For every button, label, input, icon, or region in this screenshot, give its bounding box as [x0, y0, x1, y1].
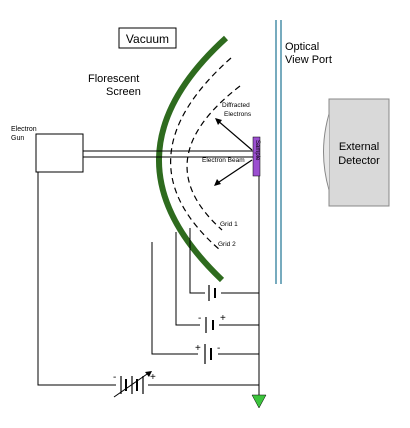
vacuum-label: Vacuum	[126, 32, 169, 46]
grid2-battery-gap	[200, 318, 219, 332]
electron-gun	[35, 133, 84, 173]
screen-battery-minus: -	[217, 343, 220, 354]
diffracted-electrons-label-line2: Electrons	[224, 111, 252, 118]
gun-battery-variable-arrowhead	[145, 371, 152, 377]
grid1-battery-gap	[205, 286, 221, 300]
florescent-screen-label-line1: Florescent	[88, 73, 139, 85]
wire-screen	[151, 242, 198, 355]
sample	[252, 136, 261, 177]
gun-battery-minus: -	[113, 372, 116, 383]
grid-1-label: Grid 1	[220, 221, 238, 228]
diffracted-ray-lower	[215, 159, 253, 185]
external-detector-label-line2: Detector	[338, 155, 380, 167]
grid-1-arc	[186, 85, 241, 231]
grid-2-label: Grid 2	[218, 241, 236, 248]
sample-label: Sample	[254, 140, 260, 161]
diffracted-ray-upper-arrowhead	[215, 118, 222, 125]
external-detector	[328, 98, 390, 207]
optical-view-port-label-line2: View Port	[285, 54, 332, 66]
diffracted-electrons-label-line1: Diffracted	[222, 102, 250, 109]
ground-symbol	[251, 394, 267, 409]
external-detector-label-line1: External	[339, 141, 379, 153]
diffracted-ray-lower-arrowhead	[214, 179, 221, 186]
diffracted-ray-upper	[216, 119, 253, 151]
grid-2-arc	[170, 57, 232, 251]
screen-battery-plus: +	[195, 343, 201, 354]
grid2-battery-minus: -	[198, 313, 201, 324]
electron-gun-label-line1: Electron	[11, 126, 37, 133]
gun-battery-variable-arrow	[113, 371, 151, 398]
screen-battery-gap	[198, 346, 218, 362]
wire-grid2	[175, 232, 200, 326]
florescent-screen-label-line2: Screen	[106, 86, 141, 98]
electron-gun-label-line2: Gun	[11, 135, 24, 142]
wire-gun	[37, 172, 116, 386]
vacuum-label-box	[118, 27, 177, 49]
florescent-screen	[156, 35, 229, 283]
electron-beam-label: Electron Beam	[202, 157, 245, 164]
gun-battery-plus: +	[150, 372, 156, 383]
optical-view-port-label-line1: Optical	[285, 41, 319, 53]
grid2-battery-plus: +	[220, 313, 226, 324]
detector-lens	[323, 113, 330, 191]
